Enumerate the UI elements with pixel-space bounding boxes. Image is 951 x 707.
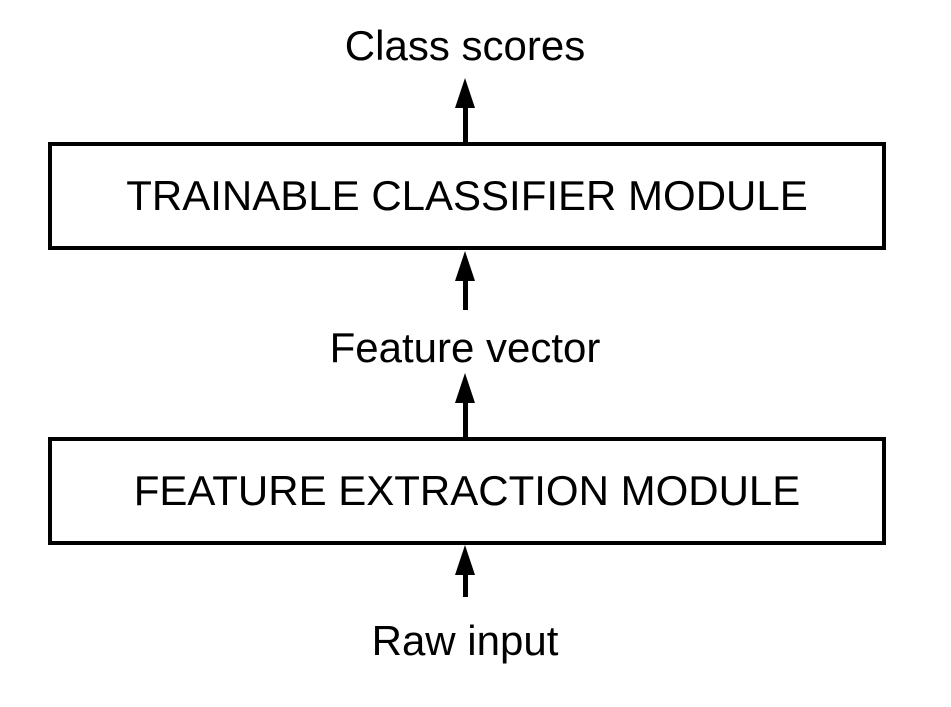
feature-vector-label: Feature vector bbox=[329, 324, 601, 371]
classifier-module-label: TRAINABLE CLASSIFIER MODULE bbox=[126, 172, 808, 219]
arrow-shaft bbox=[462, 403, 468, 437]
up-arrow-head-icon bbox=[455, 545, 475, 575]
extraction-module-label: FEATURE EXTRACTION MODULE bbox=[133, 467, 801, 514]
arrow-classifier-to-output bbox=[455, 78, 475, 142]
arrow-input-to-extractor bbox=[455, 545, 475, 597]
class-scores-label: Class scores bbox=[344, 22, 586, 69]
up-arrow-head-icon bbox=[455, 251, 475, 281]
up-arrow-head-icon bbox=[455, 78, 475, 108]
extraction-module-box: FEATURE EXTRACTION MODULE bbox=[48, 437, 886, 545]
up-arrow-head-icon bbox=[455, 373, 475, 403]
arrow-shaft bbox=[462, 281, 468, 310]
arrow-shaft bbox=[462, 108, 468, 142]
arrow-extractor-to-feature-vector bbox=[455, 373, 475, 437]
arrow-shaft bbox=[462, 575, 468, 597]
arrow-feature-vector-to-classifier bbox=[455, 251, 475, 310]
raw-input-label: Raw input bbox=[371, 617, 559, 664]
classifier-module-box: TRAINABLE CLASSIFIER MODULE bbox=[48, 142, 886, 250]
